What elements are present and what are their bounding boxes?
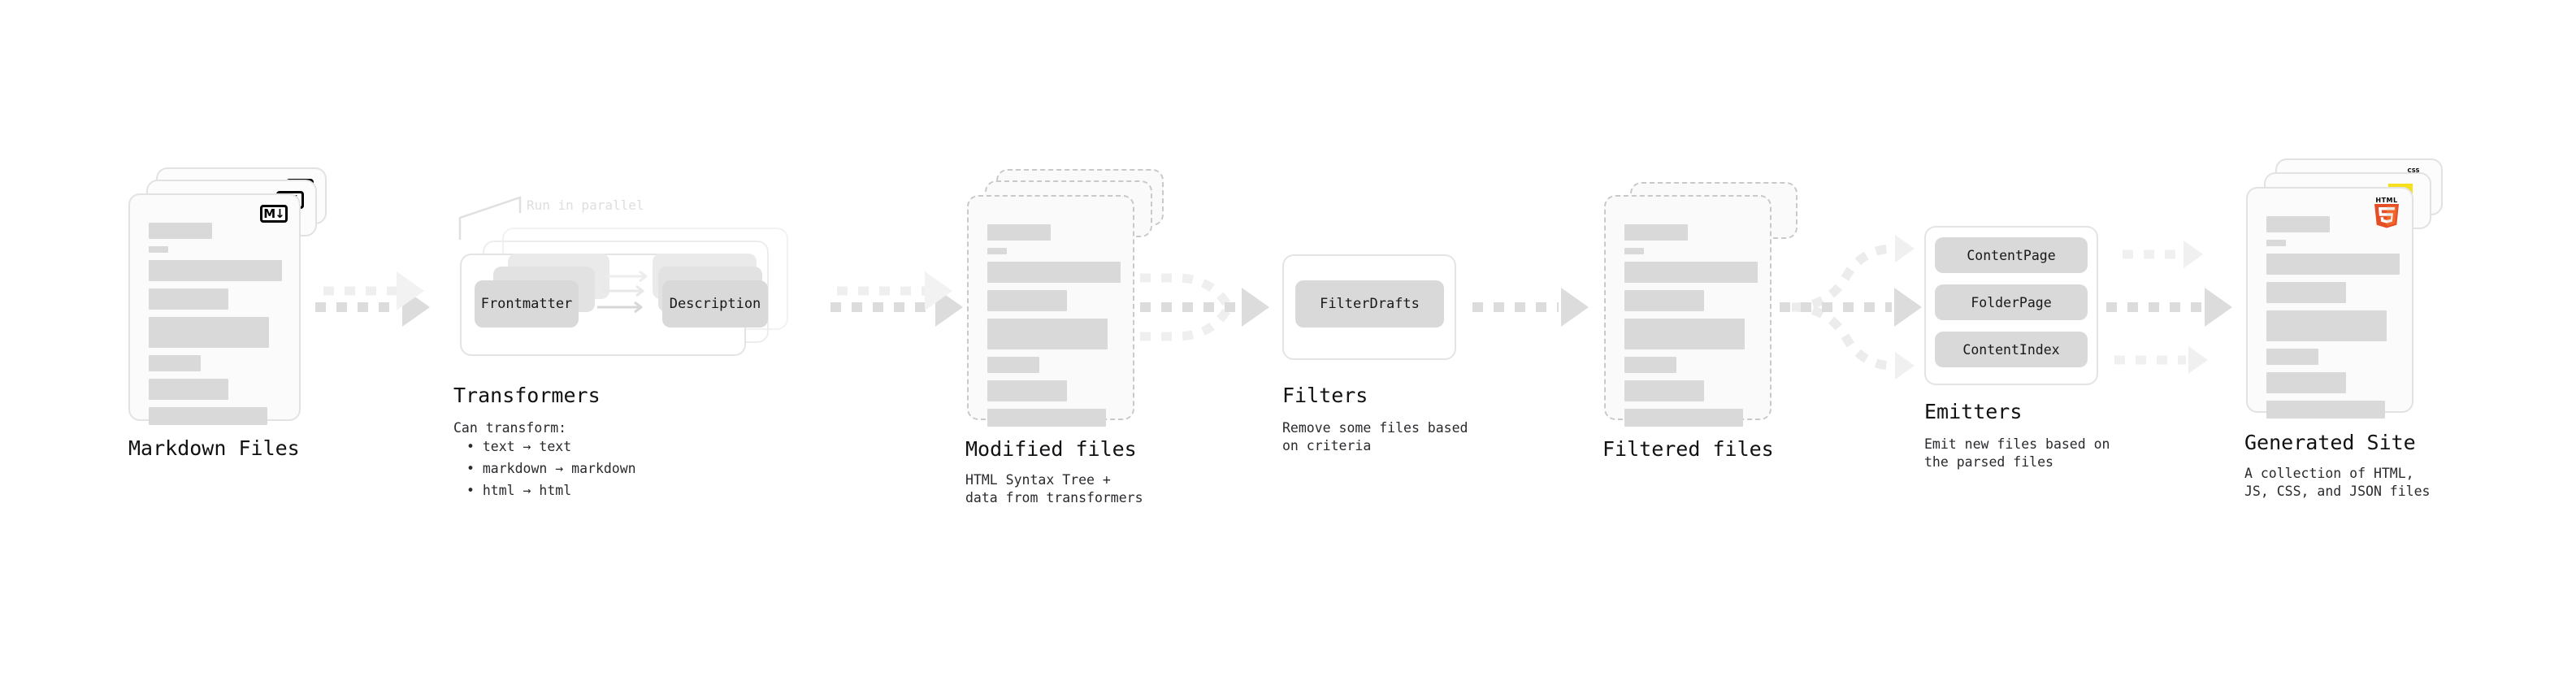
stage-title-filters: Filters [1282, 384, 1368, 407]
stage-subtitle-filters: Remove some files based on criteria [1282, 420, 1468, 453]
file-content-bars [2266, 216, 2400, 426]
emitter-pill-contentpage-label: ContentPage [1967, 247, 2056, 263]
markdown-icon: M↓ [260, 205, 288, 223]
markdown-file-card-front: M↓ [128, 193, 301, 425]
stage-subtitle-modified-files: HTML Syntax Tree + data from transformer… [965, 472, 1143, 505]
transformer-inner-arrows [597, 270, 648, 314]
modified-file-card-front [967, 195, 1134, 427]
run-in-parallel-bracket [458, 196, 522, 240]
run-in-parallel-label: Run in parallel [527, 197, 644, 213]
arrow-emitters-to-site [2106, 241, 2232, 374]
file-content-bars [1624, 224, 1758, 434]
generated-site-card-html: HTML [2246, 187, 2413, 419]
stage-title-modified-files: Modified files [965, 437, 1137, 461]
arrow-filters-to-filtered [1472, 288, 1589, 327]
emitter-pill-folderpage-label: FolderPage [1971, 294, 2052, 310]
filter-pill-filterdrafts-label: FilterDrafts [1320, 296, 1420, 312]
transformer-pill-frontmatter-label: Frontmatter [480, 296, 573, 312]
transformers-capability-item-0: • text → text [466, 439, 572, 454]
stage-subtitle-emitters: Emit new files based on the parsed files [1924, 436, 2110, 470]
stage-subtitle-generated-site: A collection of HTML, JS, CSS, and JSON … [2244, 466, 2431, 499]
emitter-pill-folderpage[interactable]: FolderPage [1935, 284, 2088, 320]
file-content-bars [987, 224, 1121, 434]
stage-title-generated-site: Generated Site [2244, 431, 2416, 454]
html5-icon: HTML [2373, 197, 2400, 228]
arrow-filtered-to-emitters [1780, 235, 1922, 380]
arrow-transformers-to-modified [830, 271, 963, 327]
arrow-modified-to-filters [1140, 273, 1269, 341]
transformer-pill-description[interactable]: Description [662, 280, 768, 327]
stage-title-emitters: Emitters [1924, 400, 2023, 423]
css-icon-label: CSS [2407, 167, 2420, 174]
filtered-file-card-front [1604, 195, 1772, 427]
transformer-pill-frontmatter[interactable]: Frontmatter [475, 280, 579, 327]
file-content-bars [149, 223, 283, 432]
filter-pill-filterdrafts[interactable]: FilterDrafts [1295, 280, 1444, 327]
transformers-capability-item-1: • markdown → markdown [466, 461, 636, 476]
html5-icon-label: HTML [2375, 197, 2398, 204]
transformers-capability-item-2: • html → html [466, 483, 572, 498]
transformer-pill-description-label: Description [669, 296, 761, 312]
arrow-markdown-to-transformers [315, 271, 430, 327]
stage-subtitle-transformers: Can transform: [453, 420, 567, 436]
stage-title-filtered-files: Filtered files [1602, 437, 1774, 461]
stage-title-transformers: Transformers [453, 384, 601, 407]
stage-title-markdown-files: Markdown Files [128, 436, 300, 460]
emitter-pill-contentindex-label: ContentIndex [1962, 341, 2060, 358]
emitter-pill-contentindex[interactable]: ContentIndex [1935, 332, 2088, 367]
emitter-pill-contentpage[interactable]: ContentPage [1935, 237, 2088, 273]
